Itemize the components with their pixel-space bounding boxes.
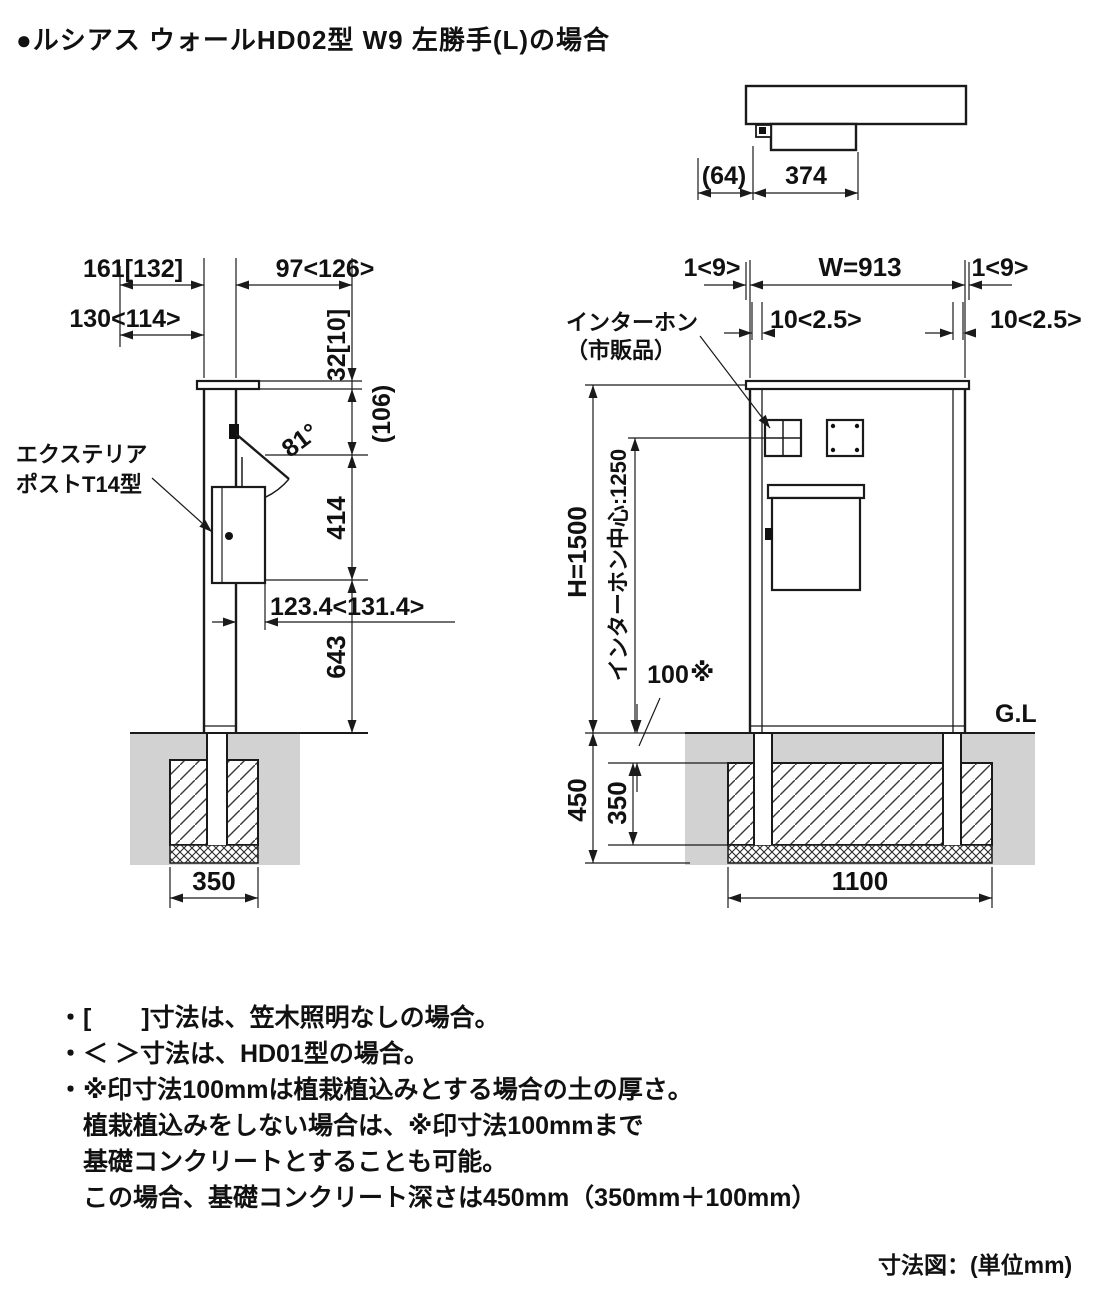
dim-161: 161[132] <box>83 255 183 283</box>
note-line-1: ・[ ]寸法は、笠木照明なしの場合。 <box>58 1004 500 1032</box>
note-line-4: 植栽植込みをしない場合は、※印寸法100mmまで <box>58 1112 644 1140</box>
drawing-unit-note: 寸法図：(単位mm) <box>878 1252 1073 1278</box>
intercom <box>763 418 865 458</box>
intercom-label-line2: （市販品） <box>566 338 676 363</box>
gravel-layer <box>727 844 993 864</box>
post-label-line2: ポストT14型 <box>16 472 142 497</box>
intercom-leader <box>699 335 771 429</box>
dim-64: (64) <box>702 162 746 190</box>
dim-offset-right: 10<2.5> <box>990 306 1082 334</box>
dim-offset-left: 10<2.5> <box>770 306 862 334</box>
dim-gap-left: 1<9> <box>683 254 740 282</box>
cap-side <box>195 379 261 391</box>
gravel-layer <box>169 844 259 864</box>
dim-123: 123.4<131.4> <box>270 593 424 621</box>
mailbox-knob <box>225 532 233 540</box>
mailbox-side: 81° <box>210 418 324 585</box>
mailbox-door <box>770 496 862 592</box>
note-line-5: 基礎コンクリートとすることも可能。 <box>58 1148 508 1176</box>
gl-label: G.L <box>995 700 1037 728</box>
front-wall <box>744 379 971 733</box>
mailbox-front <box>765 483 866 592</box>
dim-w913: W=913 <box>818 252 901 282</box>
note-line-2: ・＜ ＞寸法は、HD01型の場合。 <box>58 1040 429 1068</box>
mailbox-flap-hood <box>766 483 866 500</box>
note-line-3: ・※印寸法100mmは植栽植込みとする場合の土の厚さ。 <box>58 1076 693 1104</box>
top-view-dim-lines <box>697 146 859 200</box>
dim-97: 97<126> <box>276 255 375 283</box>
dim-100: 100 <box>647 661 689 689</box>
note-line-6: この場合、基礎コンクリート深さは450mm（350mm＋100mm） <box>58 1184 817 1212</box>
asterisk-mark: ※ <box>690 659 714 687</box>
door-hinge <box>229 424 239 439</box>
page-title: ●ルシアス ウォールHD02型 W9 左勝手(L)の場合 <box>16 25 611 55</box>
front-dim-lines <box>585 260 1012 908</box>
door-angle-label: 81° <box>277 418 324 463</box>
dim-32: 32[10] <box>323 309 351 381</box>
side-footing <box>130 732 368 865</box>
dim-gap-right: 1<9> <box>971 254 1028 282</box>
dim-1100: 1100 <box>832 866 888 896</box>
dim-106: (106) <box>368 385 396 443</box>
wall-section-outline <box>769 122 858 152</box>
dim-374: 374 <box>785 162 827 190</box>
side-dim-lines <box>119 258 455 908</box>
open-door <box>235 433 290 480</box>
post-label-leader <box>151 477 213 533</box>
side-view: 81° <box>16 255 455 908</box>
dim-450: 450 <box>562 778 592 821</box>
dim-h1500: H=1500 <box>562 506 592 598</box>
dim-350-front: 350 <box>602 781 632 824</box>
front-footing <box>685 732 1035 865</box>
intercom-label-line1: インターホン <box>566 310 698 335</box>
light-fixture-detail <box>759 127 766 134</box>
front-view: インターホン （市販品） <box>562 252 1082 908</box>
mailbox-latch <box>765 528 773 540</box>
cap-plan-outline <box>744 84 968 126</box>
mailbox-body <box>210 485 267 585</box>
cap-front <box>744 379 971 391</box>
dim-130: 130<114> <box>69 305 180 333</box>
dim-414: 414 <box>321 496 351 540</box>
dim-643: 643 <box>321 635 351 678</box>
post-label-line1: エクステリア <box>16 442 147 467</box>
top-view: (64) 374 <box>697 84 968 200</box>
dim-intercom-center: インターホン中心:1250 <box>606 449 631 681</box>
notes-block: ・[ ]寸法は、笠木照明なしの場合。 ・＜ ＞寸法は、HD01型の場合。 ・※印… <box>58 1000 817 1216</box>
dim-350-side: 350 <box>192 866 235 896</box>
